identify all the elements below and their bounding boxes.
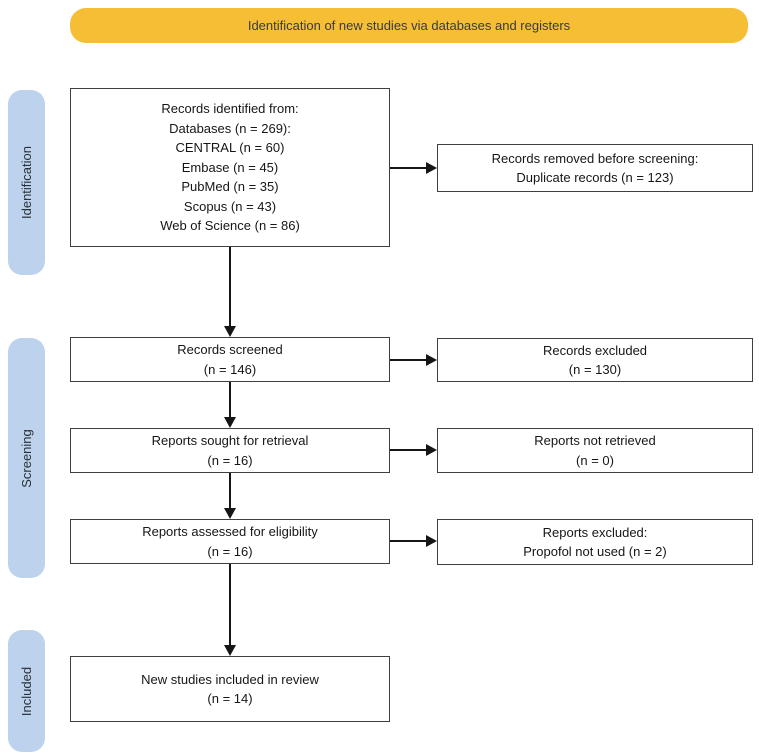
box-line: Records excluded bbox=[542, 342, 648, 358]
box-line: (n = 16) bbox=[207, 452, 253, 468]
arrow-line-screened-to-excluded bbox=[390, 359, 427, 361]
box-line: Reports sought for retrieval bbox=[151, 433, 309, 448]
stage-label-screening: Screening bbox=[8, 338, 45, 578]
arrow-down-icon bbox=[224, 326, 236, 337]
box-line: CENTRAL (n = 60) bbox=[175, 140, 285, 156]
box-line: (n = 16) bbox=[207, 543, 253, 559]
banner: Identification of new studies via databa… bbox=[70, 8, 748, 43]
arrow-line-identified-to-screened bbox=[229, 247, 231, 327]
box-line: New studies included in review bbox=[141, 671, 319, 687]
box-records-identified: Records identified from: Databases (n = … bbox=[70, 88, 390, 247]
arrow-line-assessed-to-excluded bbox=[390, 540, 427, 542]
stage-label-text: Included bbox=[19, 666, 34, 716]
box-line: Reports not retrieved bbox=[534, 433, 656, 448]
box-line: Web of Science (n = 86) bbox=[160, 218, 300, 234]
box-records-excluded: Records excluded (n = 130) bbox=[437, 338, 753, 382]
stage-label-included: Included bbox=[8, 630, 45, 752]
stage-label-identification: Identification bbox=[8, 90, 45, 275]
box-reports-assessed-for-eligibility: Reports assessed for eligibility (n = 16… bbox=[70, 519, 390, 564]
arrow-right-icon bbox=[426, 535, 437, 547]
arrow-right-icon bbox=[426, 354, 437, 366]
box-line: Propofol not used (n = 2) bbox=[523, 544, 667, 559]
box-line: Reports assessed for eligibility bbox=[142, 524, 318, 539]
arrow-right-icon bbox=[426, 162, 437, 174]
arrow-down-icon bbox=[224, 645, 236, 656]
banner-label: Identification of new studies via databa… bbox=[247, 18, 571, 33]
box-line: (n = 0) bbox=[576, 452, 614, 468]
box-line: Duplicate records (n = 123) bbox=[516, 170, 674, 185]
box-reports-excluded: Reports excluded: Propofol not used (n =… bbox=[437, 519, 753, 565]
box-line: PubMed (n = 35) bbox=[181, 179, 279, 195]
box-line: (n = 146) bbox=[203, 361, 257, 377]
arrow-line-sought-to-assessed bbox=[229, 473, 231, 509]
box-line: Reports excluded: bbox=[542, 524, 648, 540]
box-line: Records identified from: bbox=[161, 101, 299, 117]
arrow-line-assessed-to-included bbox=[229, 564, 231, 646]
arrow-right-icon bbox=[426, 444, 437, 456]
box-new-studies-included: New studies included in review (n = 14) bbox=[70, 656, 390, 722]
arrow-line-sought-to-not-retrieved bbox=[390, 449, 427, 451]
box-reports-not-retrieved: Reports not retrieved (n = 0) bbox=[437, 428, 753, 473]
box-line: Embase (n = 45) bbox=[181, 159, 279, 175]
box-reports-sought-for-retrieval: Reports sought for retrieval (n = 16) bbox=[70, 428, 390, 473]
box-line: Records screened bbox=[177, 342, 283, 357]
box-line: Records removed before screening: bbox=[491, 150, 699, 166]
stage-label-text: Identification bbox=[19, 146, 34, 219]
stage-label-text: Screening bbox=[19, 428, 35, 488]
arrow-down-icon bbox=[224, 417, 236, 428]
arrow-down-icon bbox=[224, 508, 236, 519]
box-line: Databases (n = 269): bbox=[169, 120, 291, 136]
box-line: (n = 130) bbox=[568, 362, 622, 377]
box-line: Scopus (n = 43) bbox=[183, 198, 277, 214]
box-records-removed-before-screening: Records removed before screening: Duplic… bbox=[437, 144, 753, 192]
arrow-line-screened-to-sought bbox=[229, 382, 231, 418]
box-line: (n = 14) bbox=[207, 691, 253, 706]
box-records-screened: Records screened (n = 146) bbox=[70, 337, 390, 382]
arrow-line-identified-to-removed bbox=[390, 167, 427, 169]
